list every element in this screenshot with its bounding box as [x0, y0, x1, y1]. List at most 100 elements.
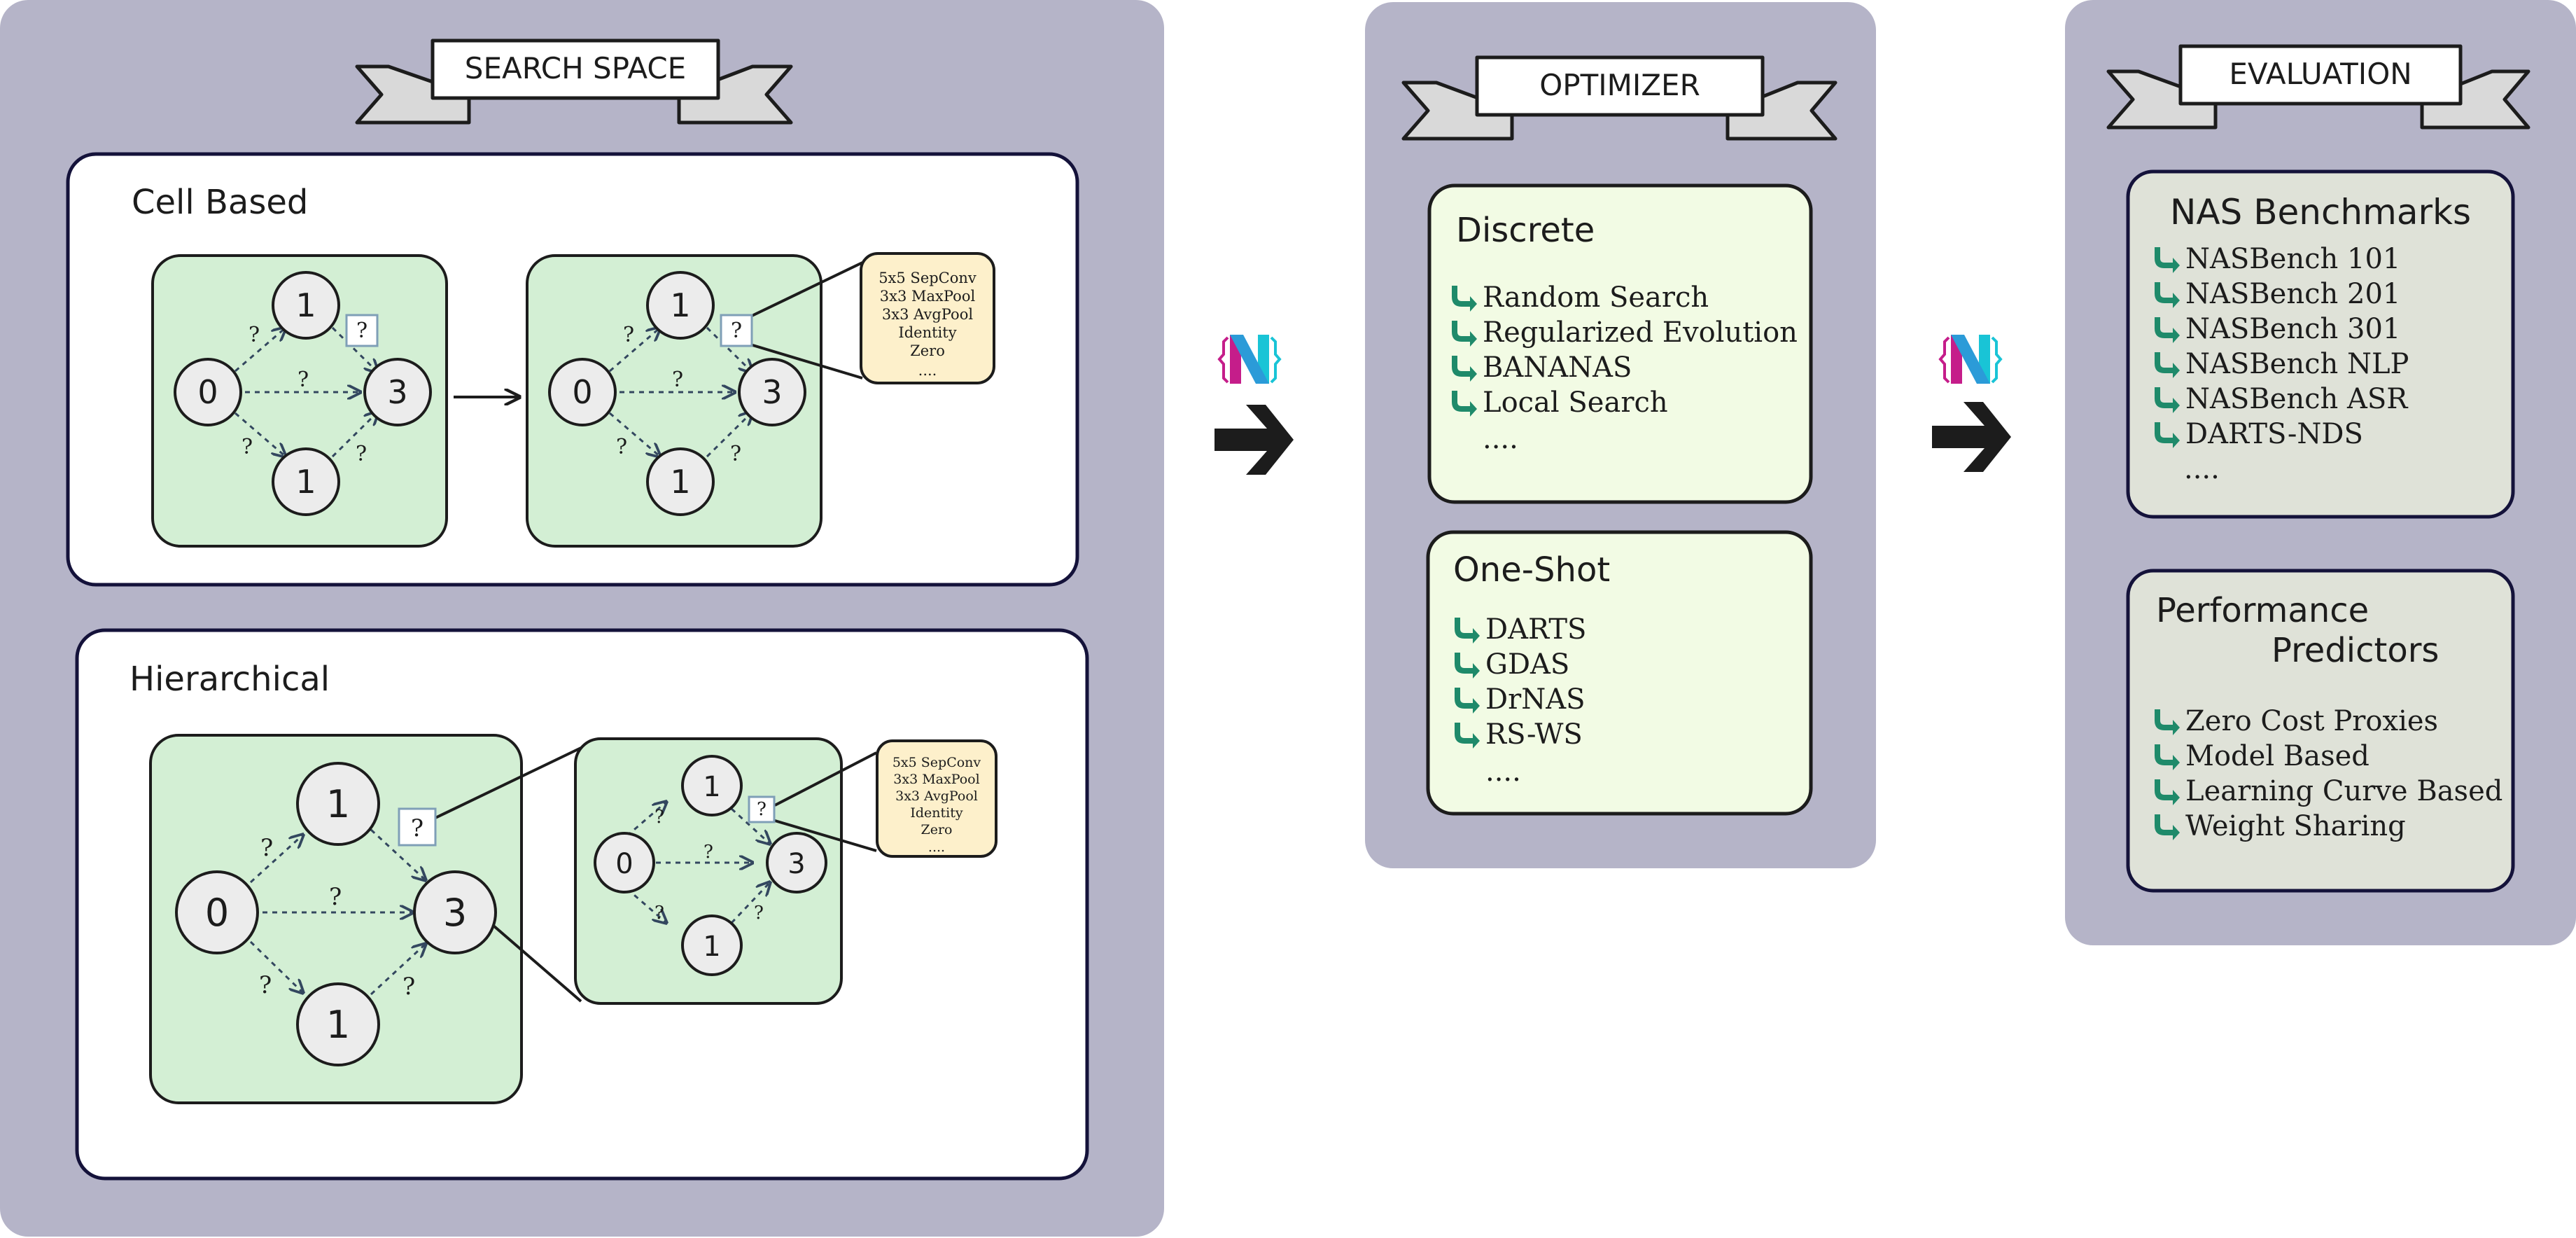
cell-graph-unlabeled: ? ? ? ? ? 0 1 1 3 [151, 254, 448, 548]
operation-item: 3x3 MaxPool [880, 288, 976, 305]
optimizer-title: OPTIMIZER [1539, 68, 1700, 102]
operation-item: 5x5 SepConv [878, 270, 976, 286]
edge-label: ? [411, 814, 424, 842]
node-label: 3 [443, 891, 467, 935]
node-label: 3 [762, 373, 782, 411]
operation-item: Zero [910, 342, 945, 359]
list-item: GDAS [1485, 648, 1569, 681]
list-item: Local Search [1483, 387, 1668, 419]
node-label: 3 [387, 373, 407, 411]
curved-arrow-icon [1452, 286, 1477, 312]
hierarchical-outer-cell: ? ? ? ? ? 0 1 1 3 [149, 734, 582, 1104]
curved-arrow-icon [2155, 709, 2180, 735]
performance-predictors: Performance Predictors Zero Cost Proxies… [2126, 569, 2515, 893]
node-label: 0 [205, 891, 229, 935]
list-item: BANANAS [1483, 352, 1632, 384]
node-label: 1 [326, 1003, 350, 1047]
curved-arrow-icon [2155, 387, 2180, 413]
edge-label: ? [259, 971, 272, 999]
curved-arrow-icon [1452, 356, 1477, 382]
operation-item: Zero [921, 822, 953, 837]
curved-arrow-icon [1455, 723, 1480, 749]
edge-label: ? [704, 842, 713, 863]
list-item: DARTS [1485, 613, 1586, 646]
node-label: 1 [295, 463, 316, 501]
operation-item: .... [918, 362, 937, 379]
list-item: Random Search [1483, 281, 1709, 314]
benchmarks-label: NAS Benchmarks [2170, 192, 2471, 232]
operation-item: 3x3 AvgPool [895, 788, 978, 804]
list-item: NASBench NLP [2185, 348, 2409, 380]
curved-arrow-icon [2155, 317, 2180, 343]
operation-item: Identity [898, 324, 956, 341]
list-item: Weight Sharing [2185, 810, 2406, 842]
operation-item: Identity [910, 805, 962, 821]
node-label: 1 [326, 782, 350, 826]
edge-label: ? [672, 368, 683, 392]
edge-label: ? [616, 435, 627, 459]
benchmarks-more: .... [2184, 453, 2220, 485]
operation-item: 3x3 AvgPool [882, 306, 973, 323]
predictors-label-line1: Performance [2156, 591, 2369, 630]
edge-label: ? [731, 319, 742, 343]
one-shot-label: One-Shot [1453, 550, 1610, 590]
predictors-label-line2: Predictors [2272, 631, 2439, 670]
hierarchical-label: Hierarchical [130, 660, 330, 699]
edge-label: ? [757, 799, 766, 820]
search-space-title: SEARCH SPACE [465, 51, 686, 85]
cell-graph-selected: ? ? ? ? ? 0 1 1 3 [526, 254, 863, 548]
list-item: NASBench 201 [2185, 278, 2400, 310]
edge-label: ? [623, 323, 634, 347]
curved-arrow-icon [2155, 352, 2180, 378]
operations-box-hierarchical: 5x5 SepConv 3x3 MaxPool 3x3 AvgPool Iden… [876, 739, 997, 858]
node-label: 1 [703, 771, 720, 803]
node-label: 0 [615, 848, 633, 880]
edge-label: ? [654, 807, 664, 828]
discrete-label: Discrete [1456, 211, 1595, 250]
search-space-banner: SEARCH SPACE [355, 39, 793, 125]
list-item: Model Based [2185, 740, 2370, 772]
node-label: 3 [788, 848, 805, 880]
operation-item: 5x5 SepConv [892, 755, 981, 770]
curved-arrow-icon [1455, 653, 1480, 679]
operation-item: .... [928, 840, 945, 855]
edge-label: ? [248, 323, 260, 347]
curved-arrow-icon [1452, 391, 1477, 417]
curved-arrow-icon [2155, 247, 2180, 273]
edge-label: ? [260, 834, 273, 862]
list-item: RS-WS [1485, 718, 1583, 751]
edge-label: ? [329, 883, 342, 911]
edge-label: ? [402, 973, 415, 1001]
list-item: DARTS-NDS [2185, 418, 2363, 450]
list-item: NASBench 101 [2185, 243, 2400, 275]
edge-label: ? [754, 903, 764, 924]
node-label: 0 [572, 373, 592, 411]
edge-label: ? [241, 435, 253, 459]
discrete-more: .... [1483, 423, 1518, 455]
naslib-logo-icon [1217, 335, 1282, 384]
node-label: 1 [670, 463, 690, 501]
operations-box-cell: 5x5 SepConv 3x3 MaxPool 3x3 AvgPool Iden… [860, 252, 995, 384]
curved-arrow-icon [2155, 779, 2180, 805]
edge-label: ? [356, 442, 367, 466]
operation-item: 3x3 MaxPool [893, 772, 979, 787]
edge-label: ? [654, 903, 664, 924]
list-item: Regularized Evolution [1483, 317, 1798, 349]
list-item: NASBench ASR [2185, 383, 2409, 415]
list-item: Zero Cost Proxies [2185, 705, 2438, 737]
curved-arrow-icon [2155, 282, 2180, 308]
optimizer-banner: OPTIMIZER [1401, 55, 1837, 141]
list-item: NASBench 301 [2185, 313, 2400, 345]
curved-arrow-icon [1455, 688, 1480, 714]
curved-arrow-icon [1452, 321, 1477, 347]
right-arrow-icon [1932, 402, 2011, 472]
edge-label: ? [356, 319, 368, 343]
right-arrow-icon [1214, 405, 1294, 475]
node-label: 1 [295, 286, 316, 324]
curved-arrow-icon [2155, 422, 2180, 448]
list-item: DrNAS [1485, 683, 1585, 716]
